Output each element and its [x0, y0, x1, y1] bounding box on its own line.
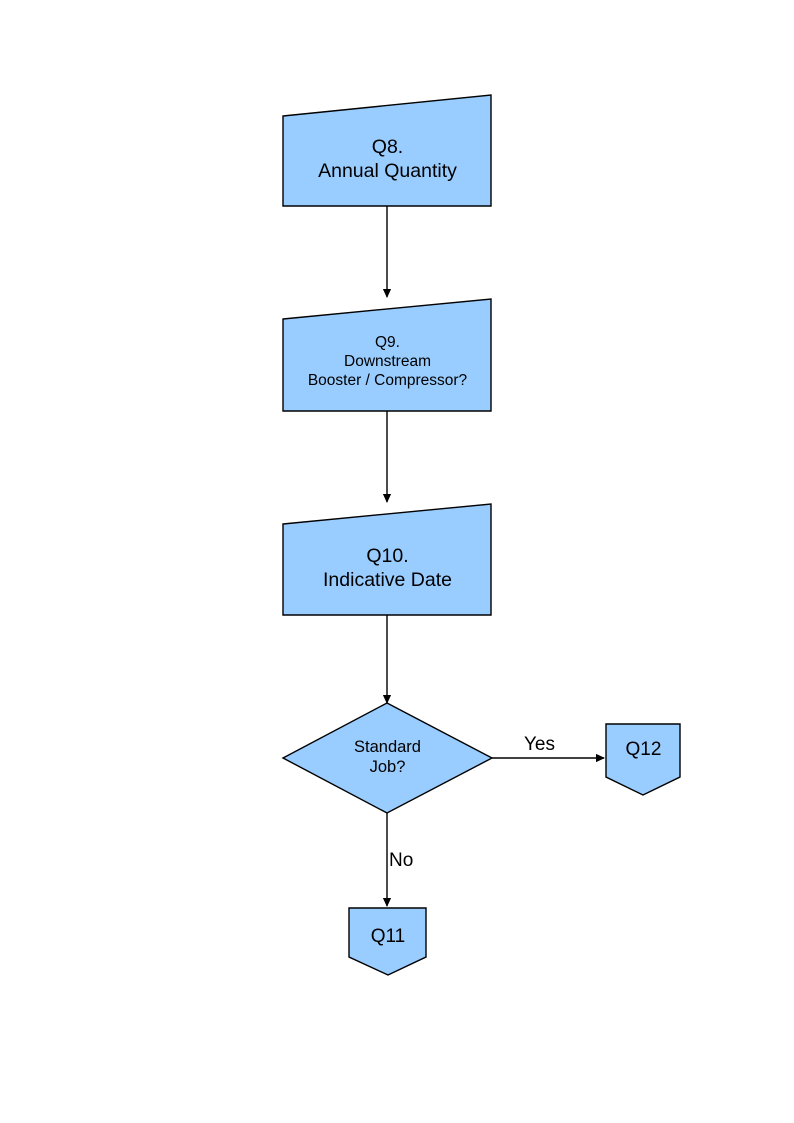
node-q8[interactable] [282, 94, 492, 207]
node-q11[interactable] [348, 907, 427, 976]
edge-label-no: No [389, 850, 414, 871]
node-decision-standard-job[interactable] [281, 702, 494, 814]
node-q9[interactable] [282, 298, 492, 412]
node-q10[interactable] [282, 503, 492, 616]
edge-label-yes: Yes [524, 734, 555, 755]
node-q12[interactable] [605, 723, 681, 796]
